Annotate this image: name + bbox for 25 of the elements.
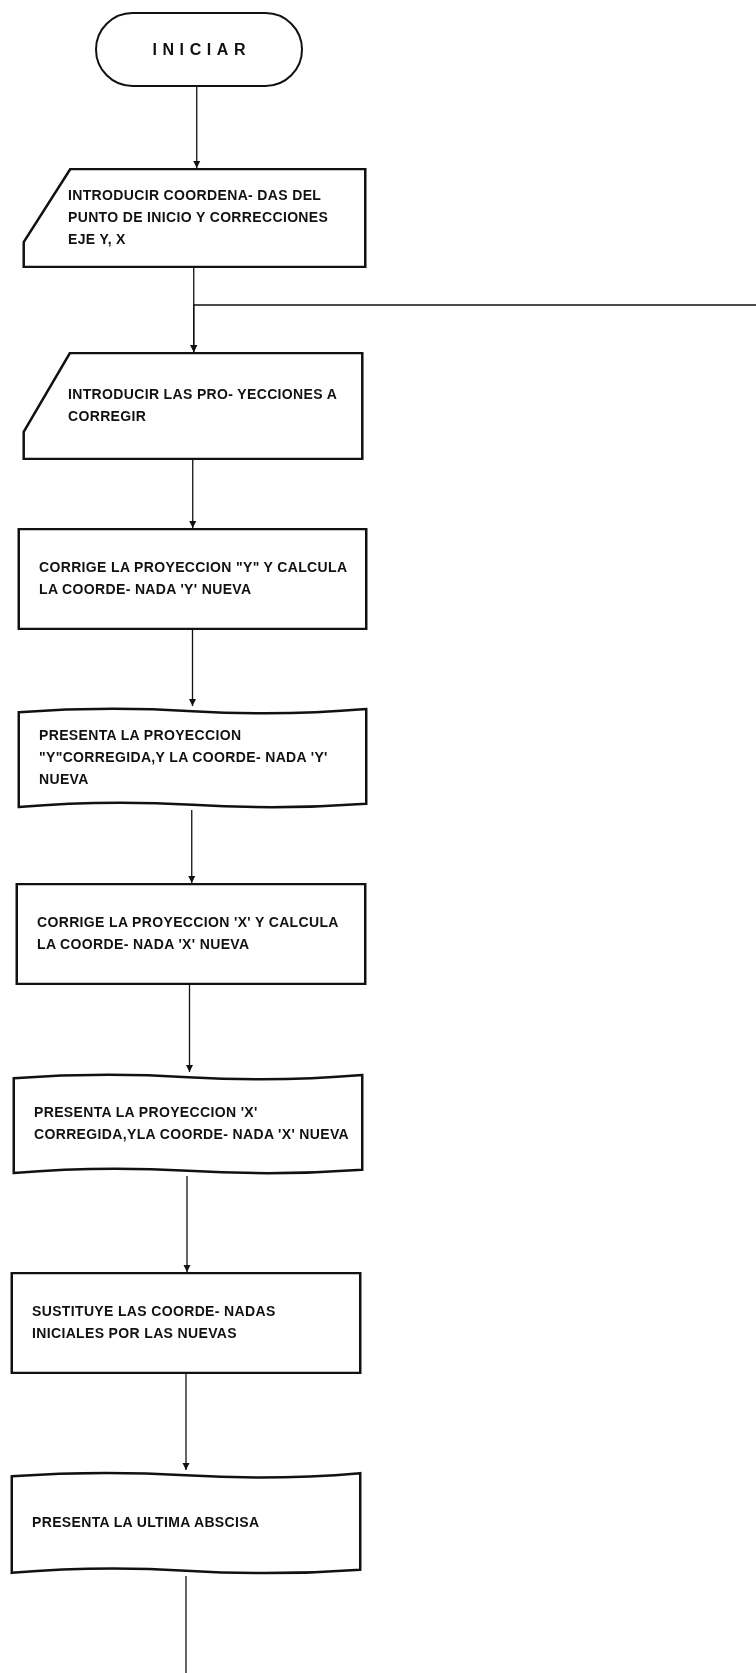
input-parallelogram <box>22 352 364 460</box>
process-box <box>10 1272 362 1374</box>
arrow <box>189 459 197 529</box>
process-box <box>15 883 367 985</box>
step-text: PRESENTA LA PROYECCION 'X' CORREGIDA,YLA COORDE- NADA 'X' NUEVA <box>33 1103 351 1144</box>
step-text: CORRIGE LA PROYECCION "Y" Y CALCULA LA COORDE- NADA 'Y' NUEVA <box>38 558 348 599</box>
step-text: PRESENTA LA PROYECCION "Y"CORREGIDA,Y LA COORDE- NADA 'Y' NUEVA <box>38 726 329 789</box>
arrow <box>182 1373 190 1471</box>
document-shape <box>17 706 368 810</box>
arrow <box>188 809 196 884</box>
step-text: CORRIGE LA PROYECCION 'X' Y CALCULA LA COORDE- NADA 'X' NUEVA <box>36 913 340 954</box>
arrow <box>189 629 196 707</box>
arrow <box>186 984 193 1073</box>
process-box <box>17 528 368 630</box>
arrow <box>193 86 201 169</box>
step-text: PRESENTA LA ULTIMA ABSCISA <box>31 1513 261 1533</box>
step-text: INTRODUCIR COORDENA- DAS DEL PUNTO DE INICIO Y CORRECCIONES EJE Y, X <box>67 186 330 249</box>
arrow <box>190 304 756 353</box>
start-label: INICIAR <box>151 39 252 60</box>
document-shape <box>12 1072 364 1176</box>
document-shape <box>10 1470 362 1576</box>
step-text: INTRODUCIR LAS PRO- YECCIONES A CORREGIR <box>67 385 338 426</box>
arrow <box>183 1175 191 1273</box>
input-parallelogram <box>22 168 367 268</box>
step-text: SUSTITUYE LAS COORDE- NADAS INICIALES POR LAS NUEVAS <box>31 1302 277 1343</box>
